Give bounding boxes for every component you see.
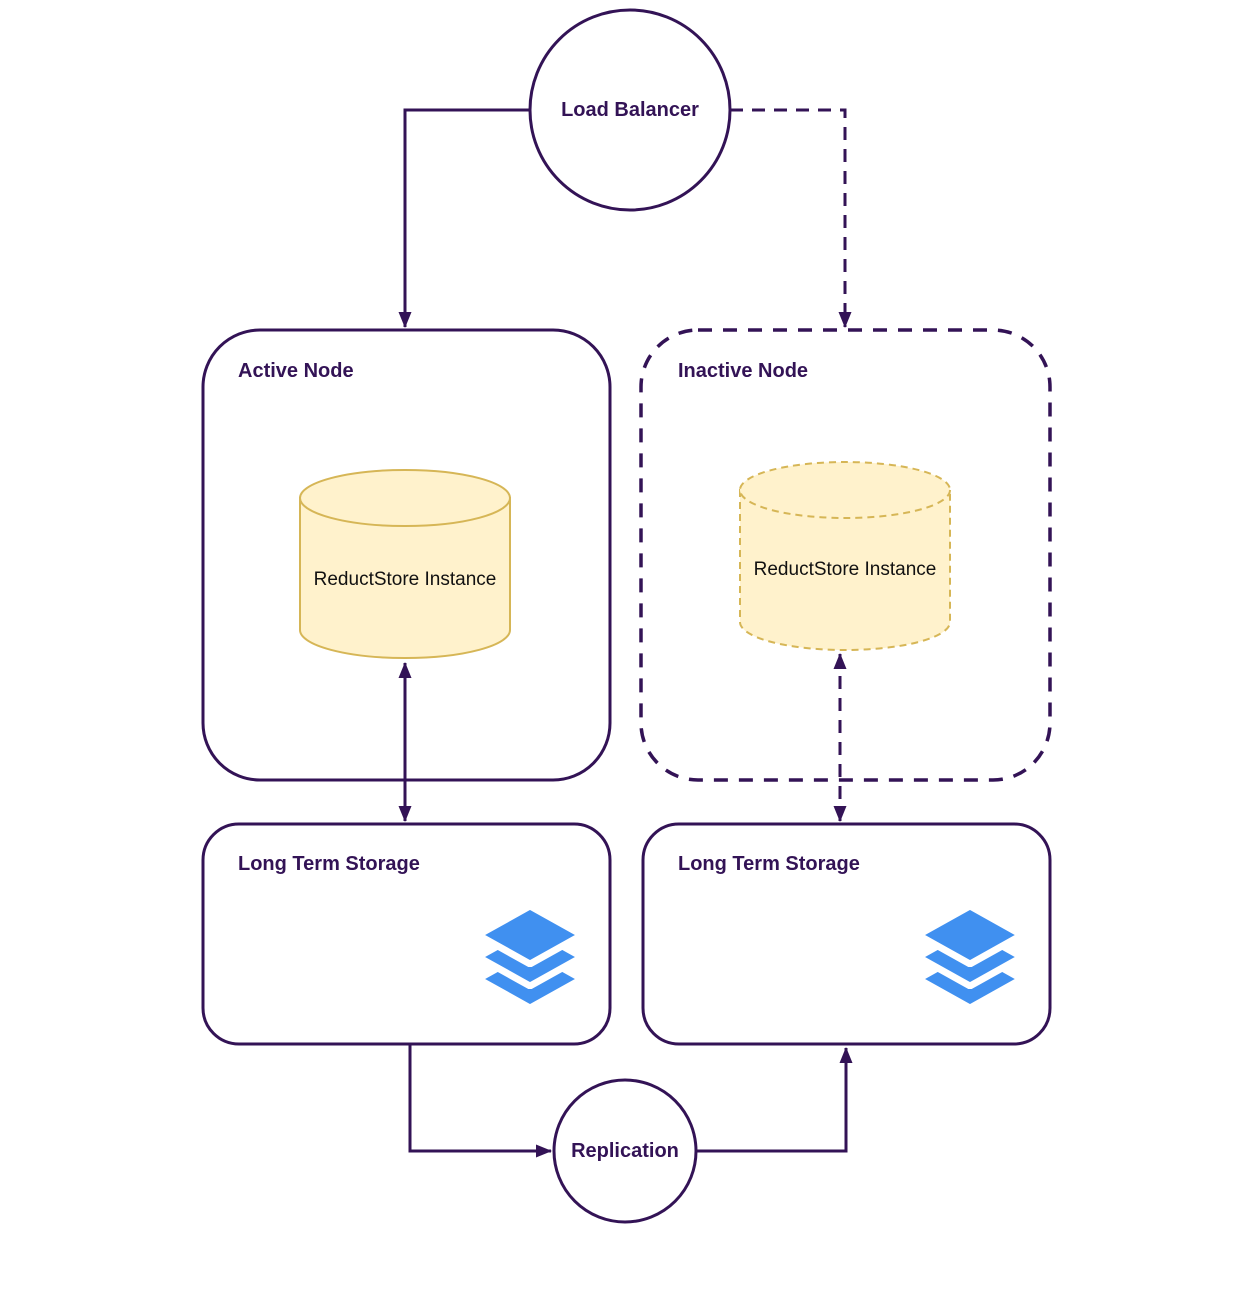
layers-icon <box>478 906 582 1008</box>
inactive-instance-cylinder <box>739 461 951 651</box>
layers-icon <box>918 906 1022 1008</box>
active-instance-label: ReductStore Instance <box>313 569 497 590</box>
load-balancer-node <box>528 8 732 212</box>
edge-storage-to-replication <box>408 1044 552 1158</box>
replication-node <box>552 1078 698 1224</box>
inactive-node-box <box>639 328 1052 782</box>
active-node-box <box>201 328 612 782</box>
storage-active-box <box>201 822 612 1046</box>
storage-inactive-box <box>641 822 1052 1046</box>
storage-active-label: Long Term Storage <box>238 853 420 875</box>
inactive-instance-label: ReductStore Instance <box>753 559 937 580</box>
inactive-node-label: Inactive Node <box>678 360 809 382</box>
edge-loadbalancer-to-active-node <box>398 108 530 328</box>
active-instance-cylinder <box>299 469 511 659</box>
load-balancer-label: Load Balancer <box>561 98 699 121</box>
edge-loadbalancer-to-inactive-node <box>730 108 852 328</box>
active-node-label: Active Node <box>238 360 354 382</box>
storage-inactive-label: Long Term Storage <box>678 853 860 875</box>
replication-label: Replication <box>571 1139 679 1162</box>
edge-replication-to-storage <box>697 1047 853 1153</box>
